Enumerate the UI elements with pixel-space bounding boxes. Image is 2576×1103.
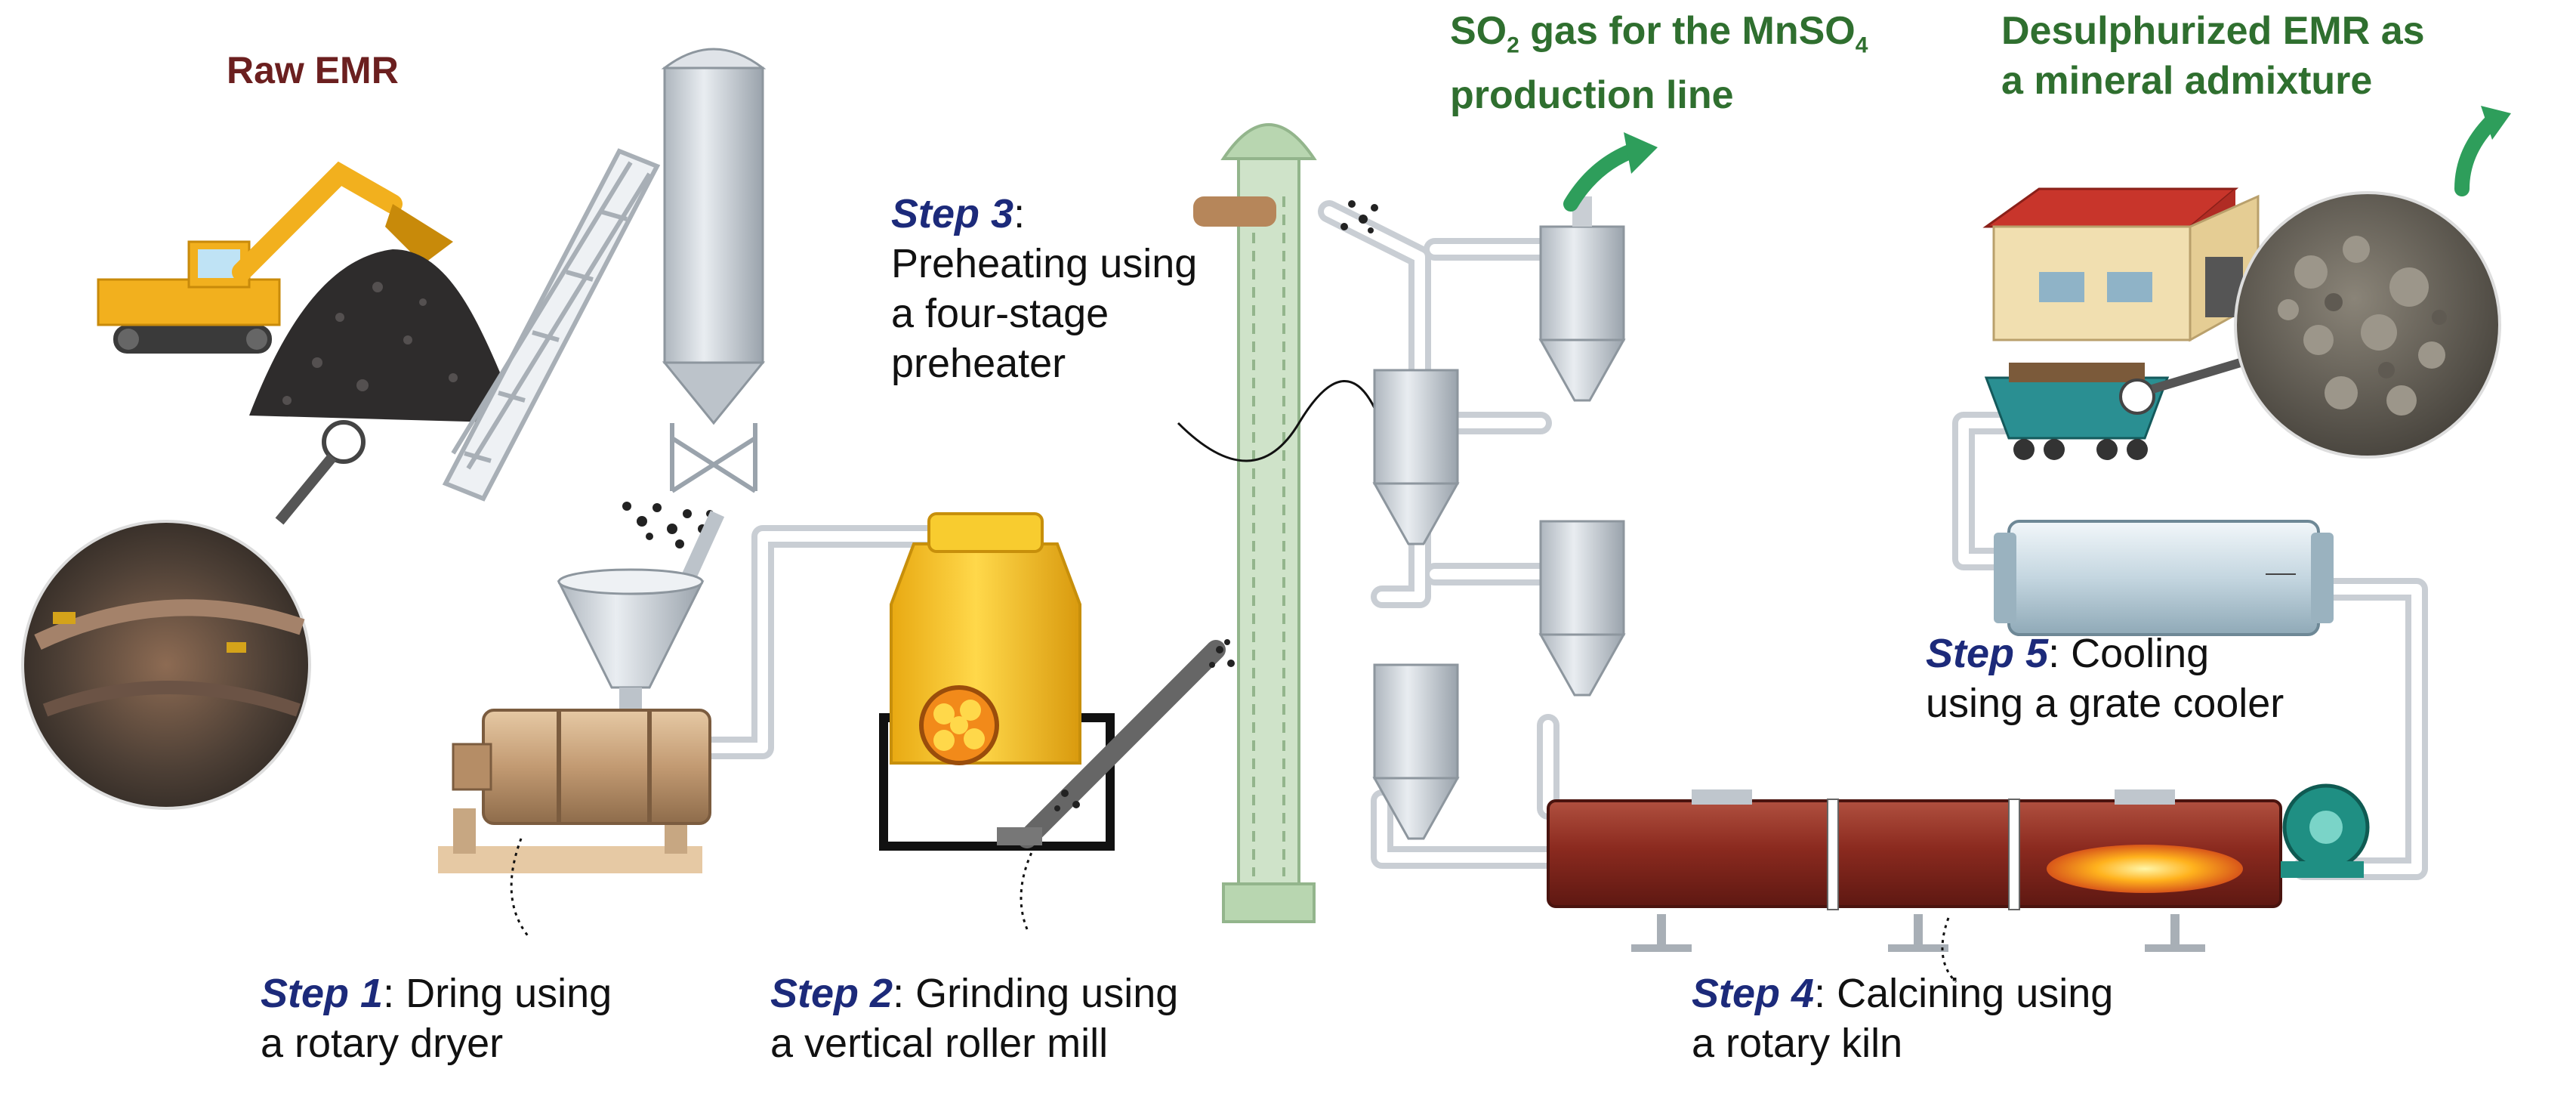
excavator-icon xyxy=(97,161,453,354)
step4-label: Step 4: Calcining using a rotary kiln xyxy=(1692,969,2113,1068)
step1-title: Step 1 xyxy=(261,971,384,1016)
so2-gas-line2: production line xyxy=(1450,73,1734,118)
step3-line2: Preheating using xyxy=(891,241,1198,286)
cyclone-4 xyxy=(1372,663,1460,840)
step3-line1: Step 3: xyxy=(891,189,1197,239)
step3-colon: : xyxy=(1013,191,1026,236)
step4-line2: a rotary kiln xyxy=(1692,1021,1903,1066)
bucket-elevator xyxy=(1177,123,1378,923)
so2-mid: gas for the MnSO xyxy=(1519,9,1856,53)
so2-prefix: SO xyxy=(1450,9,1507,53)
step5-desc: : Cooling xyxy=(2048,631,2210,676)
vertical-roller-mill xyxy=(879,512,1235,930)
step2-line2: a vertical roller mill xyxy=(770,1021,1109,1066)
silo xyxy=(661,48,767,493)
so2-gas-line1: SO2 gas for the MnSO4 xyxy=(1450,6,1868,70)
cyclone-3 xyxy=(1538,520,1626,697)
so2-subscript: 2 xyxy=(1507,32,1519,58)
rotary-kiln xyxy=(1547,789,2282,984)
step3-line4: preheater xyxy=(891,341,1066,386)
rail-car xyxy=(1984,351,2267,460)
mnso4-subscript: 4 xyxy=(1855,32,1868,58)
step3-line3: a four-stage xyxy=(891,291,1109,336)
desulphurized-line2: a mineral admixture xyxy=(2001,59,2373,103)
step4-title: Step 4 xyxy=(1692,971,1815,1016)
step1-line2: a rotary dryer xyxy=(261,1021,504,1066)
conveyor-truss xyxy=(442,148,661,502)
desulphurized-label: Desulphurized EMR as a mineral admixture xyxy=(2001,6,2425,106)
quarry-photo xyxy=(21,520,311,810)
step1-line1: Step 1: Dring using xyxy=(261,969,612,1018)
step1-label: Step 1: Dring using a rotary dryer xyxy=(261,969,612,1068)
step3-label: Step 3: Preheating using a four-stage pr… xyxy=(891,189,1197,388)
emr-gravel-photo xyxy=(2234,191,2501,459)
step2-line1: Step 2: Grinding using xyxy=(770,969,1178,1018)
step4-line1: Step 4: Calcining using xyxy=(1692,969,2113,1018)
preheater-cyclones xyxy=(1372,196,1626,840)
desulphurized-line1: Desulphurized EMR as xyxy=(2001,9,2425,53)
green-arrow-so2 xyxy=(1563,132,1658,212)
burner-fan xyxy=(2281,783,2370,878)
rotary-dryer xyxy=(438,709,711,938)
cyclone-top xyxy=(1538,225,1626,402)
step3-title: Step 3 xyxy=(891,191,1014,236)
step5-label: Step 5: Cooling using a grate cooler xyxy=(1926,629,2284,728)
so2-gas-label: SO2 gas for the MnSO4 production line xyxy=(1450,6,1868,120)
step5-line2: using a grate cooler xyxy=(1926,681,2284,726)
cyclone-2 xyxy=(1372,369,1460,545)
raw-emr-text: Raw EMR xyxy=(227,49,399,91)
raw-emr-pile xyxy=(249,249,521,525)
step1-desc: : Dring using xyxy=(383,971,612,1016)
grate-cooler xyxy=(1994,520,2334,636)
raw-emr-label: Raw EMR xyxy=(227,45,399,95)
step2-desc: : Grinding using xyxy=(893,971,1179,1016)
green-arrow-admixture xyxy=(2454,106,2511,196)
step5-title: Step 5 xyxy=(1926,631,2049,676)
step4-desc: : Calcining using xyxy=(1814,971,2114,1016)
step2-title: Step 2 xyxy=(770,971,893,1016)
warehouse xyxy=(1982,187,2260,342)
step5-line1: Step 5: Cooling xyxy=(1926,629,2284,678)
step2-label: Step 2: Grinding using a vertical roller… xyxy=(770,969,1178,1068)
